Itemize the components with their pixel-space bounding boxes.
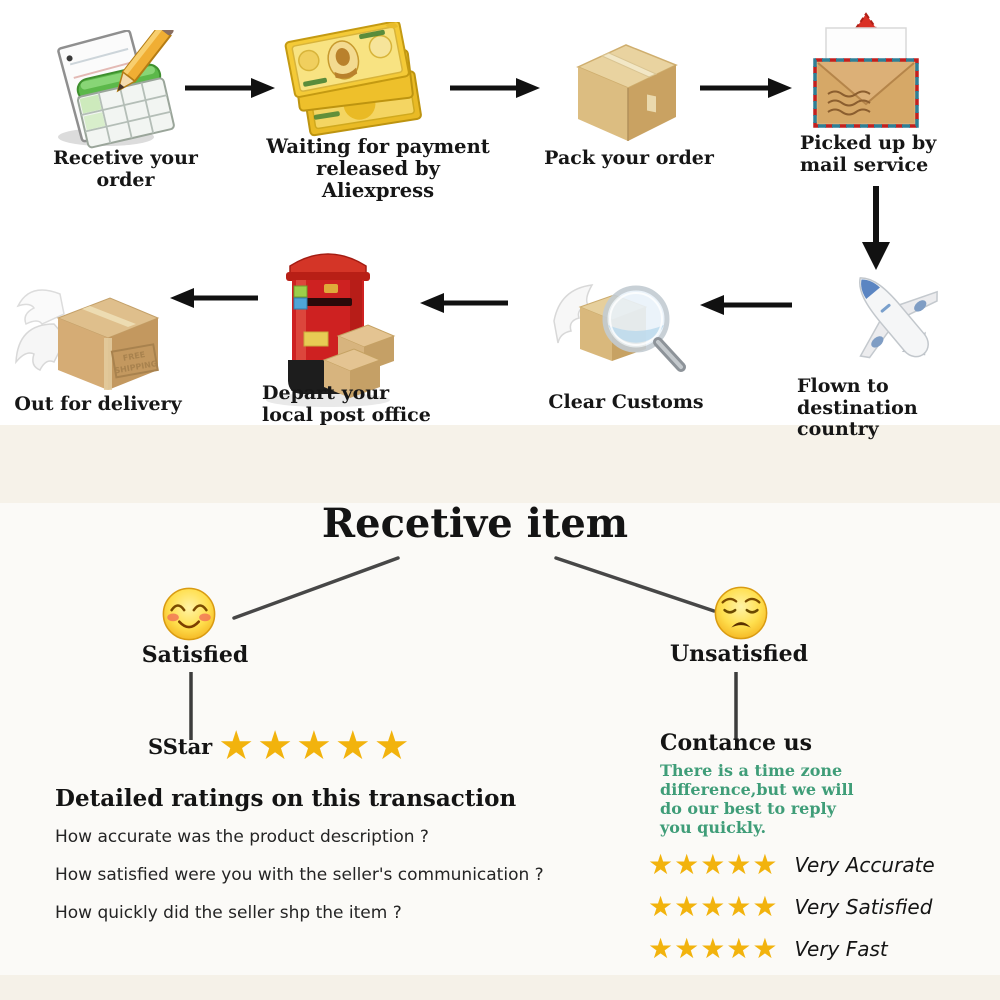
step-label-picked-up: Picked up by mail service [800,132,937,176]
question-communication: How satisfied were you with the seller's… [55,865,544,885]
detailed-ratings-heading: Detailed ratings on this transaction [55,785,517,812]
rating-row-accurate: ★★★★★ Very Accurate [648,848,935,882]
receive-item-title: Recetive item [321,500,629,547]
five-star-rating: ★★★★★ [648,848,779,881]
arrow-left-icon [170,288,258,308]
question-shipping-speed: How quickly did the seller shp the item … [55,903,402,923]
free-shipping-stamp: FREE SHIPPING [110,343,159,379]
branch-line-right [554,556,716,613]
five-star-rating: ★★★★★ [648,932,779,965]
contact-us-heading: Contance us [660,730,813,756]
arrow-right-icon [700,78,792,98]
five-star-rating: ★★★★★ [218,723,413,769]
arrow-right-icon [185,78,275,98]
arrow-left-icon [420,293,508,313]
airmail-envelope-icon [798,6,934,132]
timezone-note: There is a time zone difference,but we w… [660,761,854,837]
step-label-clear-customs: Clear Customs [548,391,704,413]
svg-text:FREE: FREE [122,350,146,363]
package-box-icon [560,35,695,147]
winged-parcel-icon: FREE SHIPPING [8,280,170,398]
rating-label-fast: Very Fast [794,937,888,961]
step-label-receive-order: Recetive your order [53,147,198,191]
receive-section-background [0,503,1000,975]
smiling-face-emoji [160,585,218,643]
rating-row-fast: ★★★★★ Very Fast [648,932,888,966]
airplane-icon [835,260,951,374]
arrow-left-icon [700,295,792,315]
section-divider-band [0,425,1000,503]
question-accuracy: How accurate was the product description… [55,827,429,847]
step-label-flown: Flown to destination country [797,375,918,441]
five-star-rating-row: SStar ★★★★★ [148,726,413,766]
step-label-out-for-delivery: Out for delivery [14,393,182,415]
arrow-down-icon [862,186,890,270]
bottom-band [0,975,1000,1000]
order-notepad-icon [40,30,182,150]
connector-line-satisfied [189,672,193,740]
sstar-label: SStar [148,733,213,759]
customs-inspection-icon [548,263,690,385]
step-label-depart-post-office: Depart your local post office [262,382,431,426]
branch-line-left [232,556,400,620]
unamused-face-emoji [712,584,770,642]
arrow-right-icon [450,78,540,98]
postbox-icon [262,240,404,408]
rating-label-satisfied: Very Satisfied [794,895,933,919]
satisfied-label: Satisfied [141,642,249,668]
step-label-pack-order: Pack your order [544,147,714,169]
step-label-waiting-payment: Waiting for payment released by Aliexpre… [266,135,490,203]
rating-row-satisfied: ★★★★★ Very Satisfied [648,890,932,924]
rating-label-accurate: Very Accurate [794,853,935,877]
unsatisfied-label: Unsatisfied [669,641,809,667]
connector-line-unsatisfied [734,672,738,740]
payment-money-icon [283,22,429,140]
five-star-rating: ★★★★★ [648,890,779,923]
